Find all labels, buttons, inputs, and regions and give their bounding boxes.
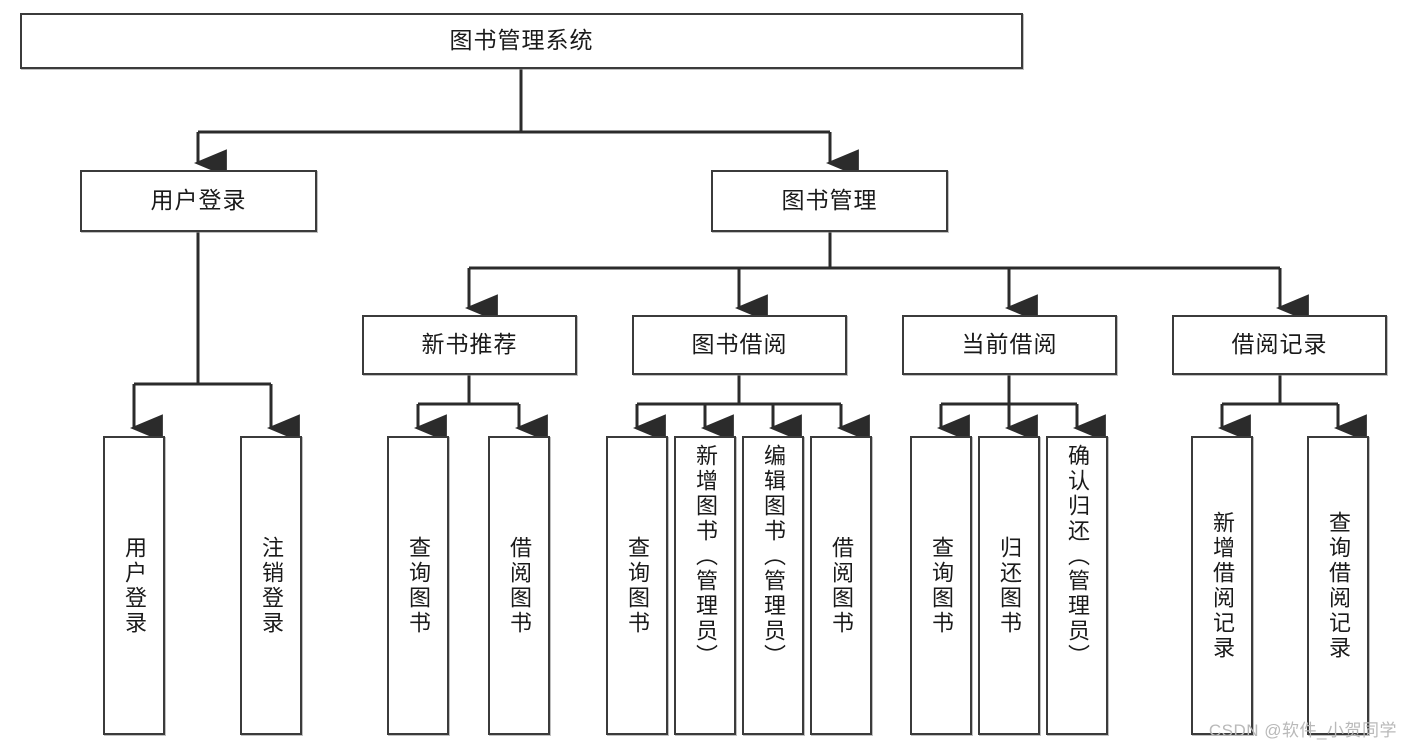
node-leaf-borrow-book-2-label: 借阅图书 bbox=[829, 535, 854, 636]
node-book-manage-label: 图书管理 bbox=[781, 187, 878, 214]
node-leaf-query-book-2[interactable]: 查询图书 bbox=[606, 436, 668, 735]
node-leaf-query-book-1-label: 查询图书 bbox=[406, 535, 431, 636]
node-leaf-query-book-3[interactable]: 查询图书 bbox=[910, 436, 972, 735]
node-book-borrow[interactable]: 图书借阅 bbox=[632, 315, 847, 375]
node-user-login-label: 用户登录 bbox=[150, 187, 247, 214]
node-leaf-edit-book[interactable]: 编辑图书（管理员） bbox=[742, 436, 804, 735]
node-leaf-query-book-2-label: 查询图书 bbox=[625, 535, 650, 636]
node-leaf-edit-book-label: 编辑图书（管理员） bbox=[761, 444, 786, 669]
node-leaf-logout-login[interactable]: 注销登录 bbox=[240, 436, 302, 735]
node-leaf-add-record-label: 新增借阅记录 bbox=[1210, 510, 1235, 661]
node-leaf-query-book-1[interactable]: 查询图书 bbox=[387, 436, 449, 735]
node-user-login[interactable]: 用户登录 bbox=[80, 170, 317, 232]
node-root-label: 图书管理系统 bbox=[449, 27, 594, 54]
node-leaf-add-record[interactable]: 新增借阅记录 bbox=[1191, 436, 1253, 735]
node-book-borrow-label: 图书借阅 bbox=[691, 331, 788, 358]
node-leaf-return-book-label: 归还图书 bbox=[997, 535, 1022, 636]
node-leaf-logout-login-label: 注销登录 bbox=[259, 535, 284, 636]
node-current-borrow[interactable]: 当前借阅 bbox=[902, 315, 1117, 375]
node-leaf-confirm-return[interactable]: 确认归还（管理员） bbox=[1046, 436, 1108, 735]
node-borrow-record[interactable]: 借阅记录 bbox=[1172, 315, 1387, 375]
node-book-manage[interactable]: 图书管理 bbox=[711, 170, 948, 232]
node-leaf-confirm-return-label: 确认归还（管理员） bbox=[1065, 444, 1090, 669]
node-leaf-query-record-label: 查询借阅记录 bbox=[1326, 510, 1351, 661]
node-leaf-borrow-book-1[interactable]: 借阅图书 bbox=[488, 436, 550, 735]
node-leaf-borrow-book-1-label: 借阅图书 bbox=[507, 535, 532, 636]
node-leaf-return-book[interactable]: 归还图书 bbox=[978, 436, 1040, 735]
node-root[interactable]: 图书管理系统 bbox=[20, 13, 1023, 69]
node-current-borrow-label: 当前借阅 bbox=[961, 331, 1058, 358]
node-new-book-recommend-label: 新书推荐 bbox=[421, 331, 518, 358]
node-leaf-add-book-label: 新增图书（管理员） bbox=[693, 444, 718, 669]
node-leaf-user-login-label: 用户登录 bbox=[122, 535, 147, 636]
node-leaf-query-record[interactable]: 查询借阅记录 bbox=[1307, 436, 1369, 735]
node-leaf-user-login[interactable]: 用户登录 bbox=[103, 436, 165, 735]
node-borrow-record-label: 借阅记录 bbox=[1231, 331, 1328, 358]
node-leaf-query-book-3-label: 查询图书 bbox=[929, 535, 954, 636]
node-new-book-recommend[interactable]: 新书推荐 bbox=[362, 315, 577, 375]
node-leaf-borrow-book-2[interactable]: 借阅图书 bbox=[810, 436, 872, 735]
node-leaf-add-book[interactable]: 新增图书（管理员） bbox=[674, 436, 736, 735]
watermark: CSDN @软件_小贺同学 bbox=[1208, 721, 1397, 740]
